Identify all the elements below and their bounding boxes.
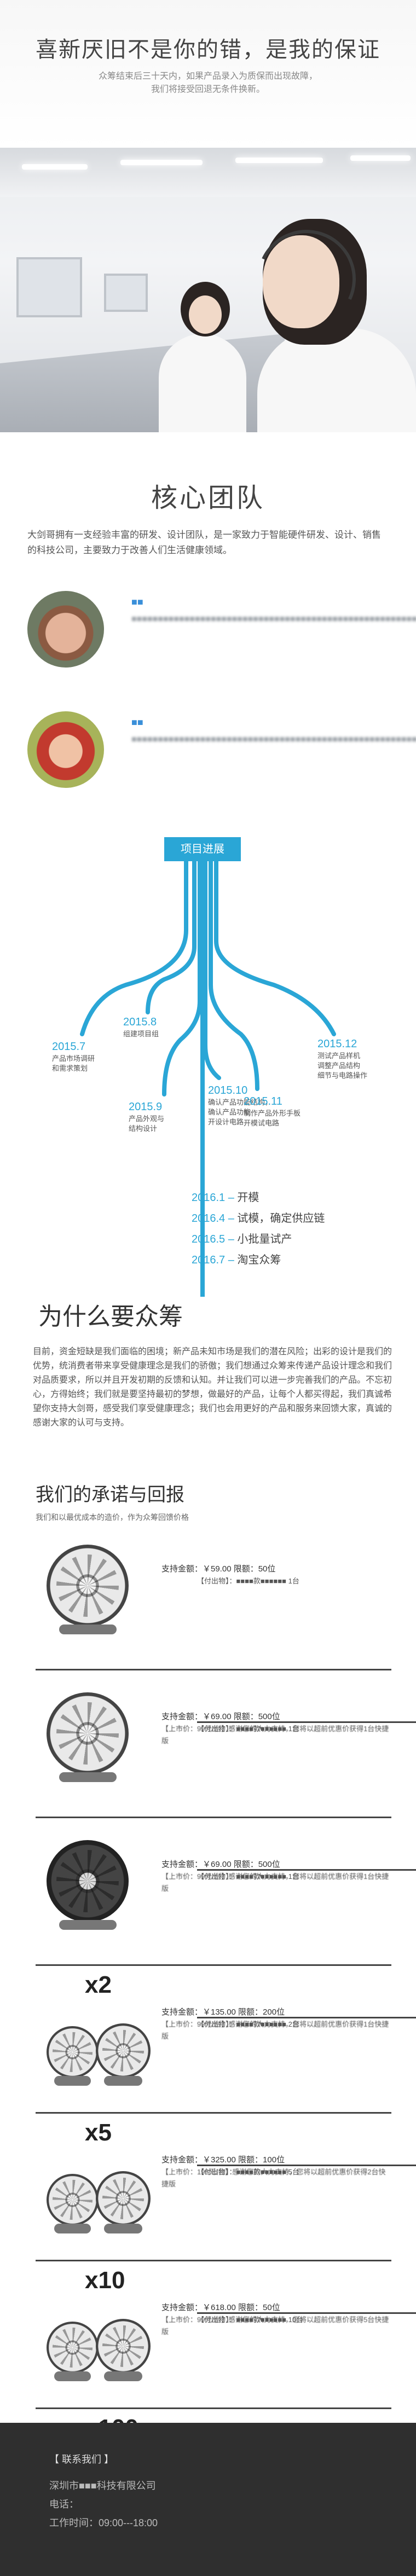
why-body: 目前，资金短缺是我们面临的困境；新产品未知市场是我们的潜在风险；出彩的设计是我们… — [33, 1347, 392, 1428]
rewards-section: 我们的承诺与回报 我们和以最优成本的造价，作为众筹回馈价格 支持金额：￥59.0… — [0, 1480, 416, 2557]
contact-heading: 【 联系我们 】 — [49, 2454, 114, 2465]
final-milestone: 2016.5 – 小批量试产 — [192, 1233, 292, 1245]
reward-return: 【上市价：99元/台】感谢您的大力支持，您将以超前优惠价获得5台快捷版 — [161, 2316, 389, 2336]
reward-price: 支持金额：￥59.00 限额：50位 — [161, 1564, 276, 1574]
phone: 电话： — [49, 2499, 79, 2510]
reward-price: 支持金额：￥69.00 限额：500位 — [161, 1860, 280, 1869]
team-member: ■■ ■■■■■■■■■■■■■■■■■■■■■■■■■■■■■■■■■■■■■… — [0, 689, 416, 799]
reward-info: 支持金额：￥325.00 限额：100位【付出物】：■■■■款■■■■■■ 5台… — [161, 2154, 416, 2338]
rewards-title: 我们的承诺与回报 — [36, 1484, 184, 1505]
hero-photo — [0, 148, 416, 432]
ceiling — [0, 148, 416, 197]
team-section: 核心团队 大剑哥拥有一支经验丰富的研发、设计团队，是一家致力于智能硬件研发、设计… — [0, 432, 416, 799]
fan-icon — [96, 2023, 151, 2086]
quantity-multiplier: x5 — [85, 2119, 112, 2146]
final-milestone: 2016.1 – 开模 — [192, 1192, 259, 1204]
timeline-branch — [162, 859, 202, 1096]
final-milestone: 2016.7 – 淘宝众筹 — [192, 1254, 281, 1266]
fan-icon — [96, 2319, 151, 2381]
reward-price: 支持金额：￥618.00 限额：50位 — [161, 2303, 280, 2312]
hero-section: 喜新厌旧不是你的错，是我的保证 众筹结束后三十天内，如果产品录入为质保而出现故障… — [0, 0, 416, 148]
hero-title: 喜新厌旧不是你的错，是我的保证 — [36, 38, 380, 62]
fan-icon — [96, 2171, 151, 2233]
reward-tier[interactable]: x2 支持金额：￥135.00 限额：200位【付出物】：■■■■款■■■■■■ … — [36, 1966, 416, 2188]
team-title: 核心团队 — [151, 484, 265, 513]
fan-icon — [47, 1840, 129, 1930]
team-intro: 大剑哥拥有一支经验丰富的研发、设计团队，是一家致力于智能硬件研发、设计、销售的科… — [27, 530, 381, 555]
member-bio: ■■■■■■■■■■■■■■■■■■■■■■■■■■■■■■■■■■■■■■■■… — [131, 735, 416, 744]
monitor — [16, 257, 82, 317]
reward-item: 【付出物】：■■■■款■■■■■■ 5台 — [197, 2166, 416, 2314]
reward-return: 【上市价：198元/台】感谢您的大力支持，您将以超前优惠价获得2台快捷版 — [161, 2168, 386, 2188]
fan-icon — [47, 2174, 99, 2233]
quantity-multiplier: x2 — [85, 1971, 112, 1998]
reward-info: 支持金额：￥135.00 限额：200位【付出物】：■■■■款■■■■■■ 2台… — [161, 2006, 416, 2190]
work-hours: 工作时间：09:00---18:00 — [49, 2517, 158, 2528]
reward-price: 支持金额：￥325.00 限额：100位 — [161, 2155, 285, 2165]
reward-item: 【付出物】：■■■■款■■■■■■ 1台 — [197, 1723, 416, 1871]
rewards-note: 我们和以最优成本的造价，作为众筹回馈价格 — [36, 1513, 189, 1522]
reward-item: 【付出物】：■■■■款■■■■■■ 1台 — [197, 1871, 416, 2018]
reward-return: 【上市价：99元/台】感谢您的大力支持，您将以超前优惠价获得1台快捷版 — [161, 1725, 389, 1745]
timeline-lines — [80, 859, 336, 1297]
reward-info: 支持金额：￥59.00 限额：50位【付出物】：■■■■款■■■■■■ 1台【上… — [161, 1563, 416, 1747]
quantity-multiplier: x10 — [85, 2267, 125, 2294]
reward-tier[interactable]: 支持金额：￥69.00 限额：500位【付出物】：■■■■款■■■■■■ 1台【… — [36, 1818, 416, 2040]
reward-info: 支持金额：￥69.00 限额：500位【付出物】：■■■■款■■■■■■ 1台【… — [161, 1859, 416, 2043]
avatar — [27, 591, 104, 668]
fan-icon — [47, 2322, 99, 2381]
reward-list: 支持金额：￥59.00 限额：50位【付出物】：■■■■款■■■■■■ 1台【上… — [0, 1523, 416, 2557]
member-bio: ■■■■■■■■■■■■■■■■■■■■■■■■■■■■■■■■■■■■■■■■… — [131, 614, 416, 624]
reward-item: 【付出物】：■■■■款■■■■■■ 2台 — [197, 2018, 416, 2166]
final-milestone: 2016.4 – 试模，确定供应链 — [192, 1212, 325, 1225]
footer: 【 联系我们 】 深圳市■■■科技有限公司 电话： 工作时间：09:00---1… — [0, 2423, 416, 2576]
company-name: 深圳市■■■科技有限公司 — [49, 2480, 156, 2491]
avatar — [27, 711, 104, 788]
timeline-branch — [203, 859, 221, 1080]
hero-subtitle-1: 众筹结束后三十天内，如果产品录入为质保而出现故障， — [98, 72, 317, 81]
timeline-header: 项目进展 — [164, 837, 241, 861]
reward-tier[interactable]: x5 支持金额：￥325.00 限额：100位【付出物】：■■■■款■■■■■■ … — [36, 2114, 416, 2336]
hero-subtitle-2: 我们将接受回退无条件换新。 — [151, 85, 265, 94]
team-member: ■■ ■■■■■■■■■■■■■■■■■■■■■■■■■■■■■■■■■■■■■… — [0, 569, 416, 678]
timeline-branch — [146, 859, 197, 1014]
why-title: 为什么要众筹 — [38, 1303, 183, 1330]
reward-return: 【上市价：99元/台】感谢您的大力支持，您将以超前优惠价获得1台快捷版 — [161, 1872, 389, 1893]
member-name: ■■ — [131, 596, 143, 607]
timeline-branch — [214, 859, 336, 1036]
reward-tier[interactable]: 支持金额：￥69.00 限额：500位【付出物】：■■■■款■■■■■■ 1台【… — [36, 1670, 416, 1893]
timeline-branch — [80, 859, 188, 1036]
reward-price: 支持金额：￥135.00 限额：200位 — [161, 2008, 285, 2017]
reward-price: 支持金额：￥69.00 限额：500位 — [161, 1712, 280, 1721]
reward-tier[interactable]: 支持金额：￥59.00 限额：50位【付出物】：■■■■款■■■■■■ 1台【上… — [36, 1523, 416, 1745]
reward-item: 【付出物】：■■■■款■■■■■■ 1台 — [197, 1575, 416, 1723]
reward-return: 【上市价：99元/台】感谢您的大力支持，您将以超前优惠价获得1台快捷版 — [161, 2020, 389, 2040]
timeline-branch — [209, 859, 259, 1091]
fan-icon — [47, 2026, 99, 2086]
member-name: ■■ — [131, 717, 143, 728]
why-section: 为什么要众筹 目前，资金短缺是我们面临的困境；新产品未知市场是我们的潜在风险；出… — [0, 1297, 416, 1430]
fan-icon — [47, 1545, 129, 1634]
reward-info: 支持金额：￥69.00 限额：500位【付出物】：■■■■款■■■■■■ 1台【… — [161, 1711, 416, 1895]
fan-icon — [47, 1692, 129, 1782]
timeline-final: 2016.1 – 开模 2016.4 – 试模，确定供应链 2016.5 – 小… — [192, 1187, 325, 1270]
monitor — [104, 274, 148, 312]
